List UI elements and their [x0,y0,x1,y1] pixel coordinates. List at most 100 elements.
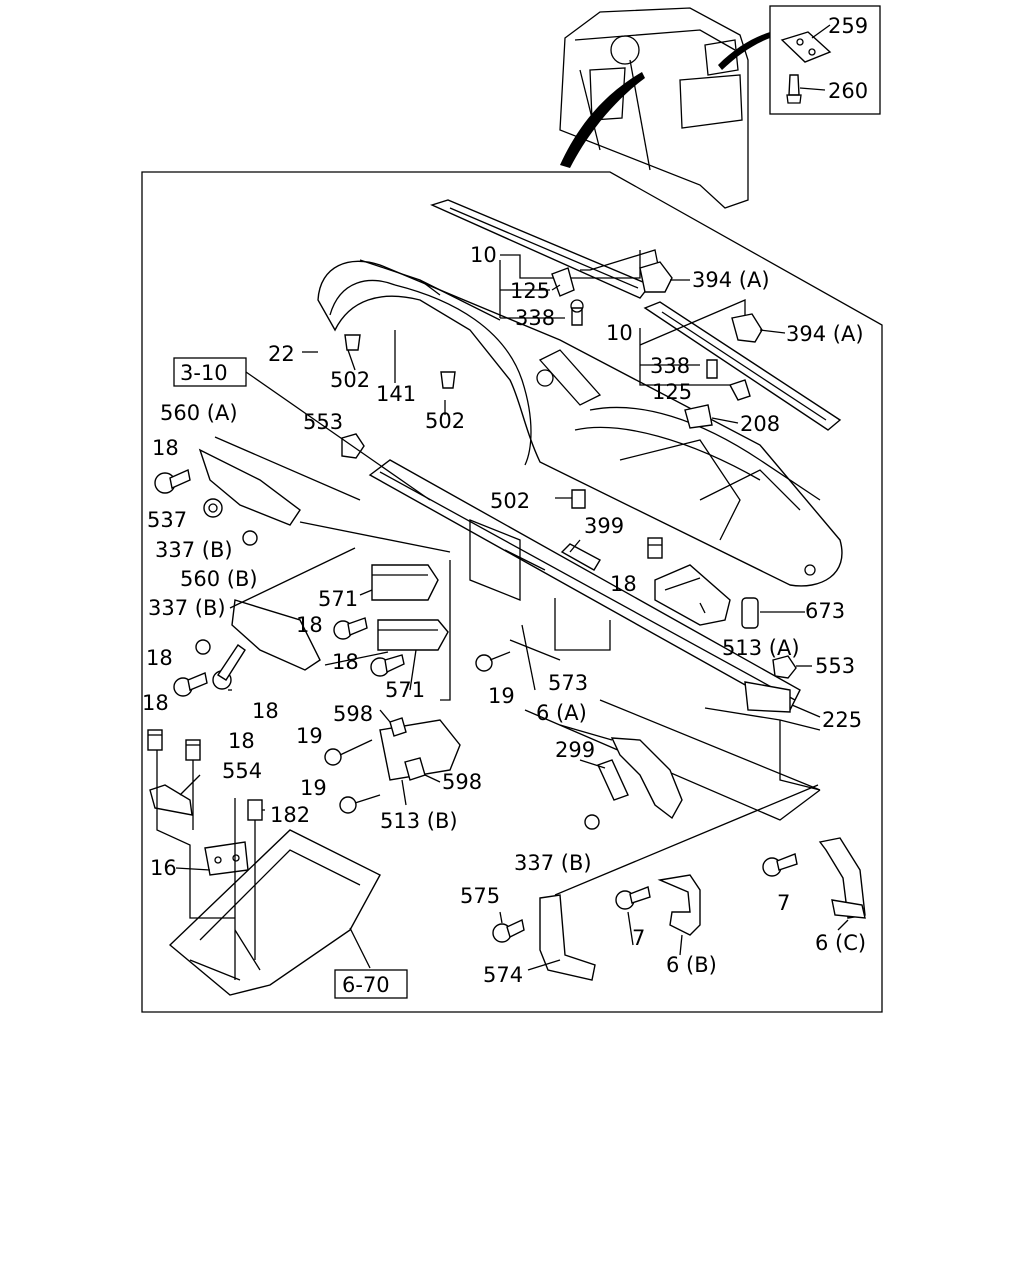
callout-553-upper: 553 [303,410,343,434]
callout-225: 225 [822,708,862,732]
callout-182: 182 [270,803,310,827]
bracket-6c-drawing [818,837,866,919]
dashboard-panel-drawing [317,259,843,587]
bolt-575 [492,918,525,943]
callout-598-a: 598 [333,702,373,726]
callout-513b: 513 (B) [380,809,458,833]
screw-260-drawing [786,74,802,104]
callout-337-a: 337 (B) [155,538,233,562]
cab-overview-illustration [559,7,749,209]
callout-673: 673 [805,599,845,623]
clip-502-a [344,334,361,351]
bolt-18-h [647,537,663,559]
callout-574: 574 [483,963,523,987]
defroster-grille-lower [643,301,842,431]
callout-554: 554 [222,759,262,783]
bracket-554-drawing [149,784,193,816]
washer-337-a [242,530,258,546]
spacer-673 [741,597,759,629]
clip-208 [684,404,713,429]
bolt-18-c [370,654,405,677]
callout-553-lower: 553 [815,654,855,678]
reference-label-6-70: 6-70 [342,973,390,997]
detail-pointer-curve [560,72,645,168]
callout-18-d: 18 [146,646,173,670]
callout-22: 22 [268,342,295,366]
bracket-6b-drawing [657,874,701,936]
callout-10-upper: 10 [470,243,497,267]
screw-19-c [339,794,381,814]
callout-7-b: 7 [777,891,790,915]
callout-560a: 560 (A) [160,401,238,425]
clip-259-drawing [780,31,832,63]
callout-502-b: 502 [425,409,465,433]
nut-537 [203,498,223,518]
callout-502-c: 502 [490,489,530,513]
clip-125-lower [728,379,751,401]
callout-6c: 6 (C) [815,931,866,955]
clip-125-upper [551,267,575,297]
callout-598-b: 598 [442,770,482,794]
callout-16: 16 [150,856,177,880]
callout-19-b: 19 [296,724,323,748]
callout-18-e: 18 [252,699,279,723]
callout-394-lower: 394 (A) [786,322,864,346]
callout-502-a: 502 [330,368,370,392]
callout-259: 259 [828,14,868,38]
dash-frame-drawing [198,448,801,781]
bolt-18-e [212,644,246,690]
reference-box-6-70 [334,969,408,999]
callout-19-c: 19 [300,776,327,800]
bracket-16-drawing [204,841,249,876]
callout-573: 573 [548,671,588,695]
callout-125-lower: 125 [652,380,692,404]
bolt-18-f [147,729,163,751]
clip-394-upper [639,261,673,293]
bolt-18-g [185,739,201,761]
bracket-6a-drawing [597,737,683,820]
bolt-18-d [173,672,208,697]
screw-338-upper [570,299,584,326]
callout-513a: 513 (A) [722,636,800,660]
callout-260: 260 [828,79,868,103]
callout-299: 299 [555,738,595,762]
callout-18-b: 18 [296,613,323,637]
bolt-7-a [615,886,651,910]
callout-125-upper: 125 [510,279,550,303]
reference-label-3-10: 3-10 [180,361,228,385]
callout-18-a: 18 [152,436,179,460]
callout-19-a: 19 [488,684,515,708]
callout-337-c: 337 (B) [514,851,592,875]
clip-502-c [571,489,586,509]
clip-598-a [389,717,407,737]
callout-18-g: 18 [228,729,255,753]
diagram-frame [141,171,883,1013]
callout-10-lower: 10 [606,321,633,345]
bolt-18-b [333,617,368,640]
callout-208: 208 [740,412,780,436]
callout-338-lower: 338 [650,354,690,378]
callout-394-upper: 394 (A) [692,268,770,292]
washer-337-b [195,639,211,655]
bracket-574-drawing [539,894,596,981]
screw-19-a [475,651,511,672]
bolt-7-b [762,853,798,877]
clip-394-lower [731,313,763,343]
callout-7-a: 7 [632,926,645,950]
callout-6b: 6 (B) [666,953,717,977]
screw-19-b [324,739,373,766]
callout-338-upper: 338 [515,306,555,330]
callout-571-b: 571 [385,678,425,702]
bolt-182 [247,799,263,821]
inset-box [769,5,881,115]
callout-6a: 6 (A) [536,701,587,725]
callout-575: 575 [460,884,500,908]
washer-337-c [584,814,600,830]
detail-pointer-curve-2 [718,32,770,70]
callout-18-c: 18 [332,650,359,674]
floor-panel-drawing [168,829,381,996]
screw-338-lower [706,359,718,379]
callout-537: 537 [147,508,187,532]
callout-337-b: 337 (B) [148,596,226,620]
